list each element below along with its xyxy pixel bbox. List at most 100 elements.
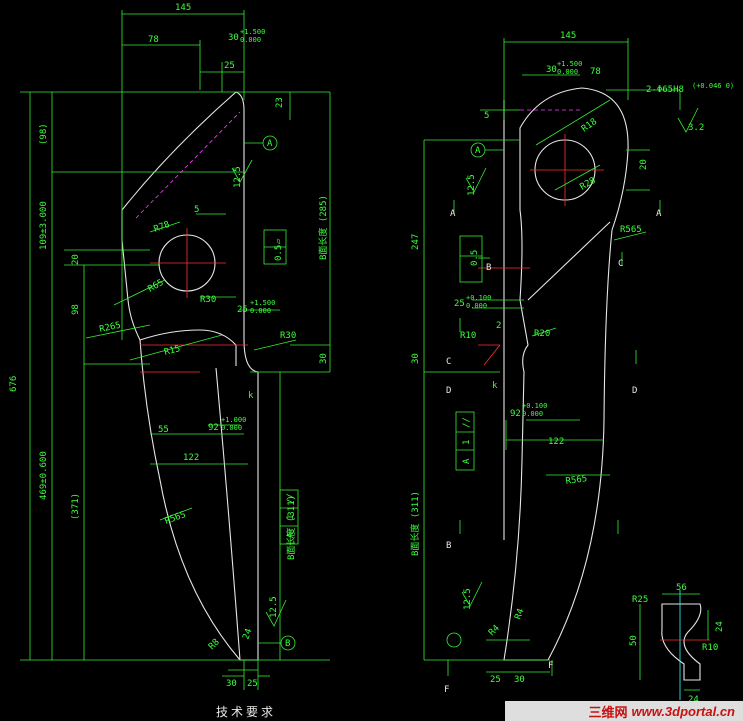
left-dim-bot25: 25 <box>247 679 258 689</box>
right-dim-r4: R4 <box>487 623 502 638</box>
right-section-b-lower: B <box>446 541 451 551</box>
left-dim-r30: R30 <box>200 295 216 305</box>
right-roughness-1: 12.5 <box>467 174 477 196</box>
left-inner-edge <box>215 367 241 661</box>
left-dim-145: 145 <box>175 3 191 13</box>
right-section-f-left: F <box>444 685 449 695</box>
left-dim-r30b: R30 <box>280 331 296 341</box>
left-dim-25b: 25 <box>237 305 248 315</box>
left-parallel-datum: A <box>286 532 296 538</box>
right-dim-92-zero: 0.000 <box>522 410 543 418</box>
right-dim-r20: R20 <box>534 329 550 339</box>
right-dim-k: k <box>492 381 498 391</box>
left-parallel-symbol: // <box>286 493 296 504</box>
right-dim-r10: R10 <box>460 331 476 341</box>
left-tolerance-value: 0.5 <box>274 245 284 261</box>
right-tolerance-value: 0.5 <box>470 250 480 266</box>
right-dim-r28: R28 <box>579 176 598 193</box>
left-dim-r15: R15 <box>163 344 181 358</box>
left-dim-98-paren: (98) <box>39 123 49 145</box>
left-dim-20: 20 <box>71 254 81 265</box>
left-datum-b: B <box>285 639 290 649</box>
left-dim-30-tol-plus: +1.500 <box>240 28 265 36</box>
right-dim-hole-tol: (+0.046 0) <box>692 82 734 90</box>
detail-dim-24: 24 <box>715 621 725 632</box>
left-dim-469: 469±0.600 <box>39 451 49 500</box>
right-datum-a: A <box>475 146 481 156</box>
detail-dim-24b: 24 <box>688 695 699 705</box>
left-dim-bot30: 30 <box>226 679 237 689</box>
right-dim-30-plus: +1.500 <box>557 60 582 68</box>
right-section-b-left: B <box>486 263 491 273</box>
right-roughness-3-2: 3.2 <box>688 123 704 133</box>
right-inner-taper <box>527 221 611 301</box>
right-dim-r4b: R4 <box>513 607 526 621</box>
detail-view: 56 R25 50 24 R10 24 <box>629 583 725 705</box>
left-dim-r265: R265 <box>99 321 122 335</box>
left-dim-55: 55 <box>158 425 169 435</box>
left-dim-92: 92 <box>208 423 219 433</box>
detail-dim-r10: R10 <box>702 643 718 653</box>
right-parallel-symbol: // <box>462 417 472 428</box>
left-dim-r65: R65 <box>147 278 166 295</box>
left-dim-r8: R8 <box>207 637 222 652</box>
right-dim-30-left: 30 <box>411 353 421 364</box>
left-datum-a: A <box>267 139 273 149</box>
left-dim-24: 24 <box>241 627 254 641</box>
right-dim-247: 247 <box>411 234 421 250</box>
left-notch <box>139 329 237 366</box>
left-dim-30-right: 30 <box>319 353 329 364</box>
right-dim-2: 2 <box>496 321 501 331</box>
detail-dim-50: 50 <box>629 635 639 646</box>
left-view: 145 78 30 +1.500 0.000 25 23 676 (98) 10… <box>9 3 331 719</box>
left-dim-r78: R78 <box>153 220 172 235</box>
left-dim-25: 25 <box>224 61 235 71</box>
detail-outline <box>661 603 702 681</box>
right-roughness-2: 12.5 <box>463 588 473 610</box>
left-dim-30-tol-zero: 0.000 <box>240 36 261 44</box>
left-dim-25b-plus: +1.500 <box>250 299 275 307</box>
left-dim-b-length-311: B面长度 (311) <box>285 495 297 560</box>
left-roughness-1: 12.5 <box>233 166 243 188</box>
left-dim-92-zero: 0.000 <box>221 424 242 432</box>
left-dim-122: 122 <box>183 453 199 463</box>
left-parallel-value: 1 <box>286 515 296 520</box>
right-view: 145 30 +1.500 0.000 78 2-Φ65H8 (+0.046 0… <box>409 31 734 695</box>
right-dim-r565b: R565 <box>565 474 588 487</box>
left-dim-676: 676 <box>9 376 19 392</box>
right-parallel-datum: A <box>462 458 472 464</box>
right-dim-30: 30 <box>546 65 557 75</box>
left-dim-78: 78 <box>148 35 159 45</box>
right-dim-25-plus: +0.100 <box>466 294 491 302</box>
left-roughness-2: 12.5 <box>269 596 279 618</box>
left-dim-109: 109±3.000 <box>39 201 49 250</box>
detail-dim-r25: R25 <box>632 595 648 605</box>
right-dim-25: 25 <box>454 299 465 309</box>
watermark-banner: 三维网 www.3dportal.cn <box>505 701 743 721</box>
right-dim-hole: 2-Φ65H8 <box>646 85 684 95</box>
left-dim-371: (371) <box>71 493 81 520</box>
right-parallel-value: 1 <box>462 440 472 445</box>
right-dim-bot30: 30 <box>514 675 525 685</box>
watermark-site-name: 三维网 <box>588 704 628 720</box>
technical-requirements-title: 技术要求 <box>216 705 276 719</box>
right-dim-92-plus: +0.100 <box>522 402 547 410</box>
left-dim-b-length-285: B面长度 (285) <box>317 195 329 260</box>
right-dim-92: 92 <box>510 409 521 419</box>
right-dim-25-zero: 0.000 <box>466 302 487 310</box>
right-part-outline <box>503 87 629 661</box>
right-dim-r18: R18 <box>580 117 599 135</box>
watermark-url: www.3dportal.cn <box>631 703 735 719</box>
right-section-a-right: A <box>656 209 662 219</box>
right-dim-145: 145 <box>560 31 576 41</box>
right-dim-b-length-311: B面长度 (311) <box>409 491 421 556</box>
right-dim-78: 78 <box>590 67 601 77</box>
left-dim-25b-zero: 0.000 <box>250 307 271 315</box>
right-dim-30-zero: 0.000 <box>557 68 578 76</box>
detail-dim-56: 56 <box>676 583 687 593</box>
right-section-d-right: D <box>632 386 637 396</box>
right-section-d-left: D <box>446 386 451 396</box>
right-dim-122: 122 <box>548 437 564 447</box>
left-dim-92-plus: +1.000 <box>221 416 246 424</box>
